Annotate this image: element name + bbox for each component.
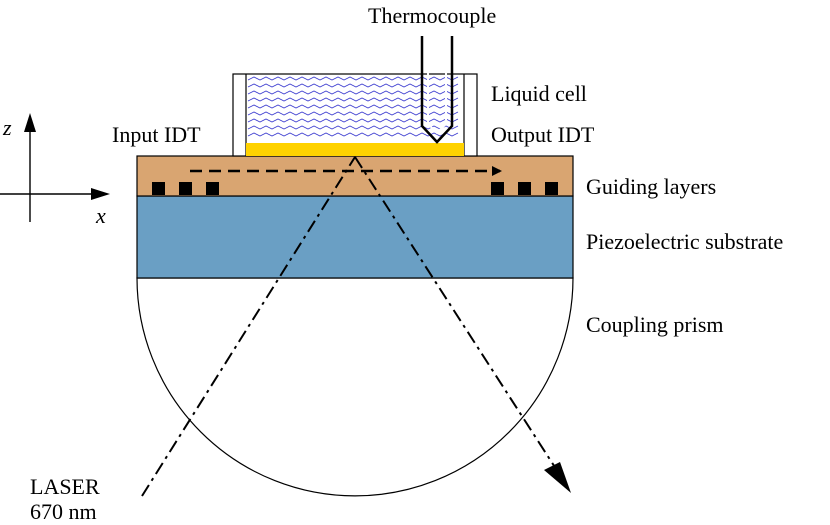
liquid-cell-label: Liquid cell [491,81,587,106]
liquid-wave-line [247,132,459,137]
sensing-film [246,143,464,156]
input-idt-electrodes [152,182,219,195]
axis-z-label: z [2,115,12,140]
coupling-prism-label: Coupling prism [586,312,724,337]
laser-incident-beam [141,156,356,497]
thermocouple-label: Thermocouple [368,3,496,28]
guiding-layers [136,155,574,197]
piezoelectric-substrate [136,195,574,279]
output-idt-label: Output IDT [491,122,595,147]
thermocouple-probe [420,36,454,144]
output-idt-electrodes [491,182,558,195]
liquid-cell [232,73,478,157]
laser-label-line2: 670 nm [30,499,97,524]
coupling-prism [136,277,574,497]
laser-arrowhead [544,462,571,493]
axes [0,113,110,222]
laser-reflected-beam [354,156,559,473]
piezoelectric-substrate-label: Piezoelectric substrate [586,229,783,254]
guiding-layers-label: Guiding layers [586,174,716,199]
input-idt-label: Input IDT [112,122,201,147]
axis-x-label: x [95,203,106,228]
laser-label-line1: LASER [30,474,100,499]
